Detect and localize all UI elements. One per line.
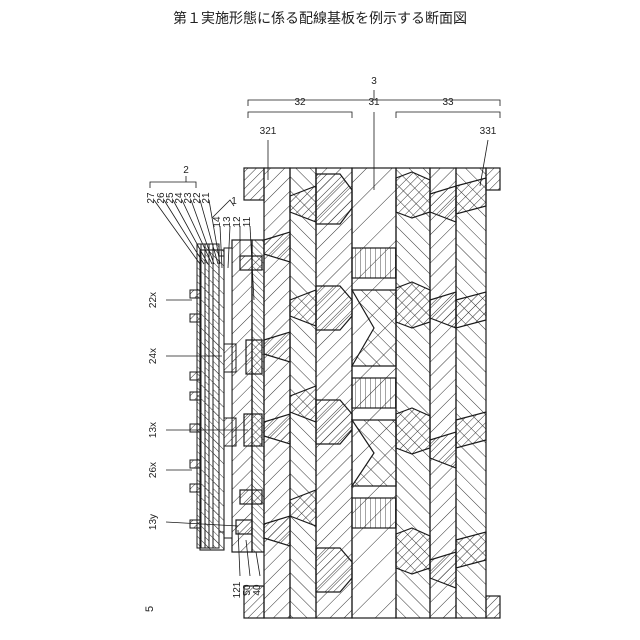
layer-13 (224, 248, 232, 538)
label-31: 31 (368, 97, 380, 108)
core-through-holes (352, 248, 396, 528)
figure-number: 5 (144, 606, 156, 612)
edge-pad-bottom-right (486, 596, 500, 618)
layer-33-b (430, 168, 456, 618)
label-22x: 22x (148, 292, 159, 308)
label-24x: 24x (148, 348, 159, 364)
label-1: 1 (231, 196, 237, 207)
label-13x: 13x (148, 422, 159, 438)
edge-pad-top-right (486, 168, 500, 190)
layer-11 (252, 240, 264, 552)
layer-12 (232, 240, 252, 552)
layer-1 (219, 240, 264, 552)
label-321: 321 (260, 126, 277, 137)
substrate-3 (244, 168, 500, 618)
label-21: 21 (201, 192, 212, 204)
label-331: 331 (480, 126, 497, 137)
label-11: 11 (242, 216, 253, 227)
label-32: 32 (294, 97, 306, 108)
label-40: 40 (252, 584, 263, 596)
label-3: 3 (371, 76, 377, 87)
label-2: 2 (183, 165, 189, 176)
layer-2-body (200, 250, 224, 550)
label-26x: 26x (148, 462, 159, 478)
label-33: 33 (442, 97, 454, 108)
edge-pad-top-left (244, 168, 264, 200)
label-13y: 13y (148, 514, 159, 530)
